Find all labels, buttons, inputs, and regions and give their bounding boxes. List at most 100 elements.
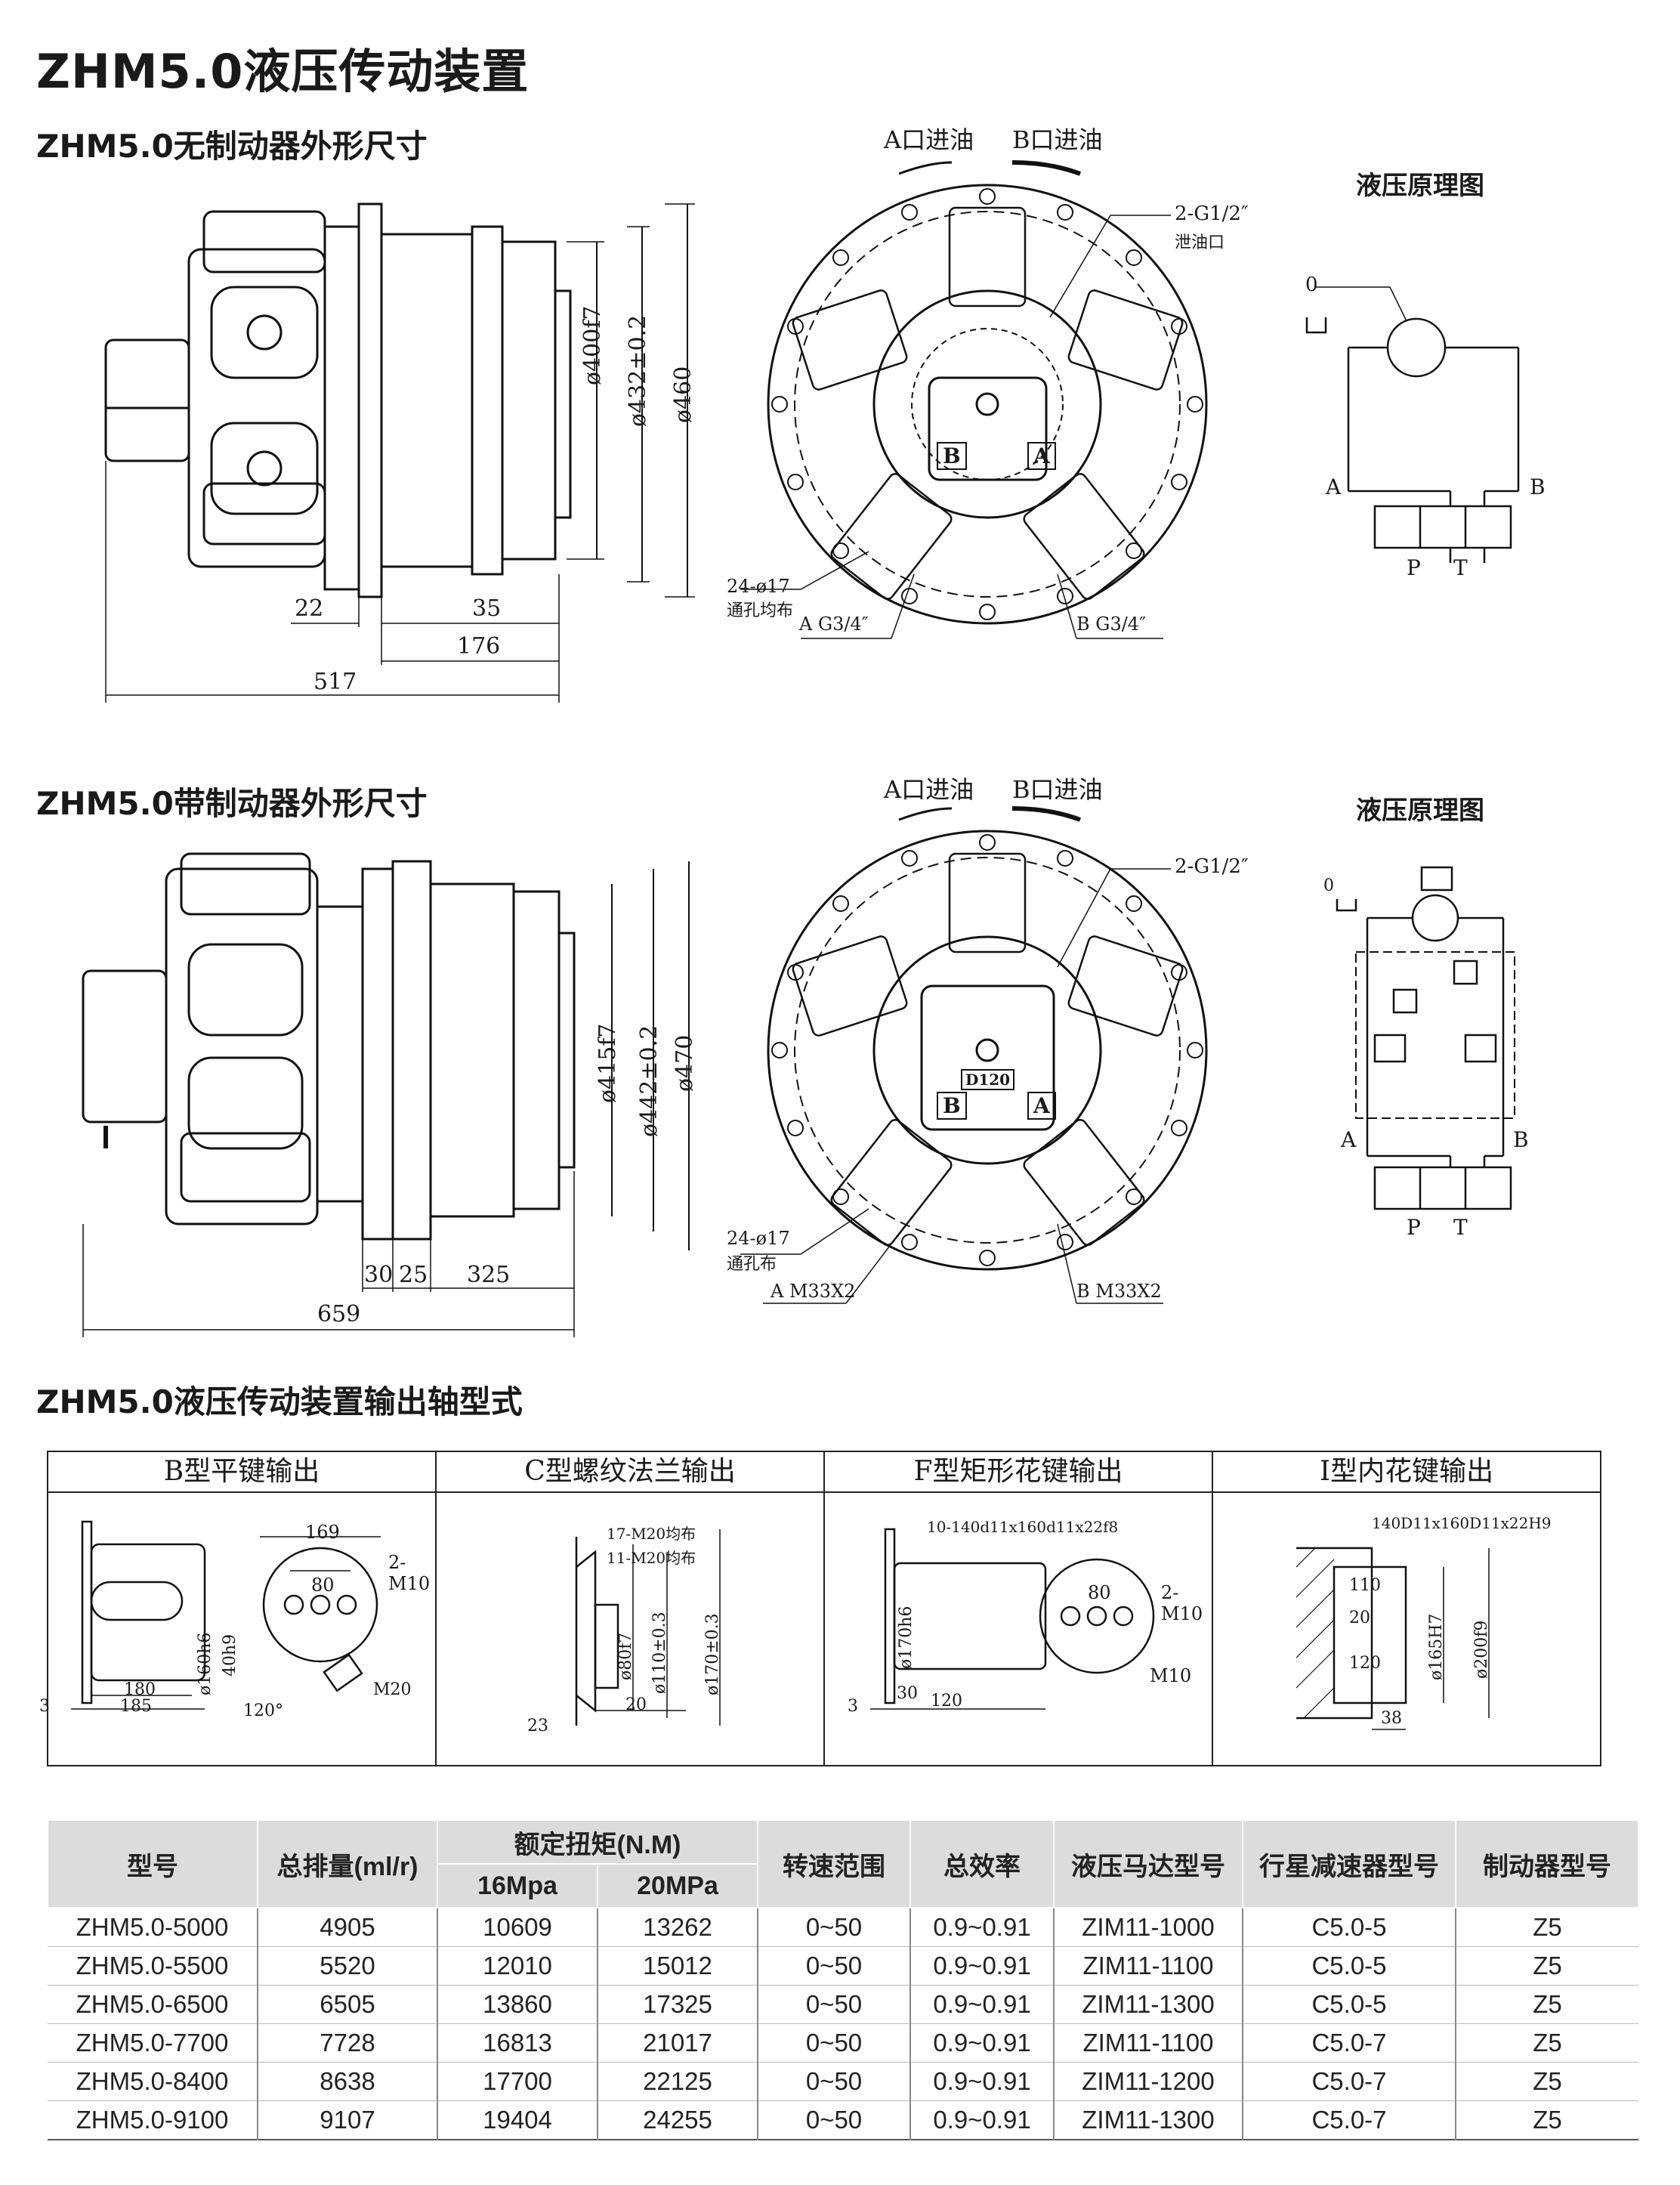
front-view-nobrake xyxy=(740,160,1208,639)
shaft-type-header: B型平键输出 C型螺纹法兰输出 F型矩形花键输出 I型内花键输出 xyxy=(48,1452,1600,1493)
table-cell: C5.0-5 xyxy=(1242,1946,1456,1986)
a-inlet-label: A口进油 xyxy=(884,125,974,154)
b-l80: 80 xyxy=(311,1575,335,1596)
dim-25: 25 xyxy=(399,1262,428,1288)
hyd-schematic-nobrake xyxy=(1305,286,1520,563)
table-cell: 8638 xyxy=(257,2062,437,2101)
f-d170: ø170h6 xyxy=(897,1606,916,1669)
hyd-t-2: T xyxy=(1453,1215,1468,1240)
th-speed: 转速范围 xyxy=(757,1819,911,1908)
b-l185: 185 xyxy=(120,1697,152,1716)
hyd-p-2: P xyxy=(1407,1215,1421,1240)
hyd-t: T xyxy=(1453,555,1468,580)
table-cell: 19404 xyxy=(437,2100,598,2140)
i-l38: 38 xyxy=(1381,1709,1402,1728)
table-cell: 13262 xyxy=(597,1908,758,1947)
table-cell: 0~50 xyxy=(757,1946,910,1986)
port-b-label-2: B M33X2 xyxy=(1076,1281,1162,1302)
table-cell: Z5 xyxy=(1455,1985,1638,2024)
spec-table: 型号 总排量(ml/r) 额定扭矩(N.M) 转速范围 总效率 液压马达型号 行… xyxy=(47,1819,1639,2140)
table-cell: 0~50 xyxy=(757,2023,910,2063)
port-mark-b-2: B xyxy=(937,1092,967,1120)
hyd-title-brake: 液压原理图 xyxy=(1356,796,1484,826)
b-m20: M20 xyxy=(373,1680,412,1699)
table-cell: 17700 xyxy=(437,2062,598,2101)
f-l3: 3 xyxy=(848,1697,858,1716)
dim-176: 176 xyxy=(457,633,501,660)
table-cell: Z5 xyxy=(1455,2062,1638,2101)
table-cell: ZHM5.0-6500 xyxy=(76,1990,229,2018)
hyd-p: P xyxy=(1407,555,1421,580)
table-cell: ZIM11-1300 xyxy=(1053,2100,1243,2140)
table-cell: 24255 xyxy=(597,2100,758,2140)
table-cell: 5520 xyxy=(257,1946,437,1986)
drain-note: 泄油口 xyxy=(1175,233,1225,252)
f-l120: 120 xyxy=(931,1692,962,1711)
valve-label: D120 xyxy=(961,1069,1015,1090)
i-d165: ø165H7 xyxy=(1427,1613,1446,1680)
th-reducer: 行星减速器型号 xyxy=(1242,1819,1456,1908)
table-cell: C5.0-7 xyxy=(1242,2100,1456,2140)
table-cell: 13860 xyxy=(437,1985,598,2024)
drawing-brake xyxy=(82,806,1515,1337)
th-motor: 液压马达型号 xyxy=(1053,1819,1243,1908)
f-l80: 80 xyxy=(1088,1582,1111,1603)
drain-label-2: 2-G1/2″ xyxy=(1175,855,1249,878)
shaft-type-c-drawing: 17-M20均布 11-M20均布 ø80f7 ø110±0.3 ø170±0.… xyxy=(437,1491,825,1765)
table-cell: C5.0-7 xyxy=(1242,2062,1456,2101)
f-m10: 2-M10 xyxy=(1161,1582,1203,1624)
c-l20: 20 xyxy=(625,1695,647,1714)
hyd-0: 0 xyxy=(1305,274,1318,296)
dim-415: ø415f7 xyxy=(594,1023,621,1103)
shaft-type-b-drawing: 169 2-M10 80 ø160h6 40h9 M20 180 185 3 1… xyxy=(39,1491,437,1765)
shaft-type-c-header: C型螺纹法兰输出 xyxy=(437,1452,825,1491)
table-cell: ZHM5.0-7700 xyxy=(76,2029,229,2057)
port-a-label: A G3/4″ xyxy=(799,613,869,635)
hyd-a: A xyxy=(1326,474,1342,499)
th-model: 型号 xyxy=(47,1819,258,1908)
th-torque-16: 16Mpa xyxy=(437,1863,598,1908)
b-l180: 180 xyxy=(124,1680,156,1699)
table-cell: 0.9~0.91 xyxy=(909,2062,1054,2101)
hyd-title-nobrake: 液压原理图 xyxy=(1356,171,1484,201)
dim-35: 35 xyxy=(472,595,502,622)
shaft-type-table: B型平键输出 C型螺纹法兰输出 F型矩形花键输出 I型内花键输出 169 2-M… xyxy=(39,1451,1601,1766)
hyd-0-2: 0 xyxy=(1323,876,1334,895)
port-mark-b: B xyxy=(937,442,967,470)
table-cell: 12010 xyxy=(437,1946,598,1986)
shaft-type-f-drawing: 10-140d11x160d11x22f8 ø170h6 80 2-M10 M1… xyxy=(825,1491,1213,1765)
hyd-b: B xyxy=(1530,474,1546,499)
c-m20b: 11-M20均布 xyxy=(607,1549,696,1567)
table-cell: C5.0-5 xyxy=(1242,1908,1456,1947)
table-cell: ZHM5.0-9100 xyxy=(76,2106,229,2134)
table-cell: 0~50 xyxy=(757,1908,910,1947)
port-mark-a-2: A xyxy=(1027,1092,1056,1120)
a-inlet-label-2: A口进油 xyxy=(884,775,974,804)
shaft-type-b-header: B型平键输出 xyxy=(48,1452,437,1491)
table-cell: 10609 xyxy=(437,1908,598,1947)
table-cell: 4905 xyxy=(257,1908,437,1947)
table-cell: ZIM11-1300 xyxy=(1053,1985,1243,2024)
front-view-brake xyxy=(740,806,1208,1304)
dim-400: ø400f7 xyxy=(579,305,606,385)
table-cell: Z5 xyxy=(1455,1908,1638,1947)
table-cell: 6505 xyxy=(257,1985,437,2024)
table-cell: 21017 xyxy=(597,2023,758,2063)
page-title: ZHM5.0液压传动装置 xyxy=(36,44,530,99)
table-cell: ZIM11-1000 xyxy=(1053,1908,1243,1947)
hyd-b-2: B xyxy=(1513,1127,1529,1152)
table-cell: ZHM5.0-8400 xyxy=(76,2067,229,2095)
holes-note-2: 通孔布 xyxy=(727,1255,777,1274)
hyd-a-2: A xyxy=(1341,1127,1357,1152)
table-cell: C5.0-7 xyxy=(1242,2023,1456,2063)
table-cell: 0.9~0.91 xyxy=(909,1985,1054,2024)
th-torque: 额定扭矩(N.M) xyxy=(437,1819,758,1865)
table-cell: ZIM11-1200 xyxy=(1053,2062,1243,2101)
table-cell: 0~50 xyxy=(757,2062,910,2101)
hyd-schematic-brake xyxy=(1336,866,1515,1210)
